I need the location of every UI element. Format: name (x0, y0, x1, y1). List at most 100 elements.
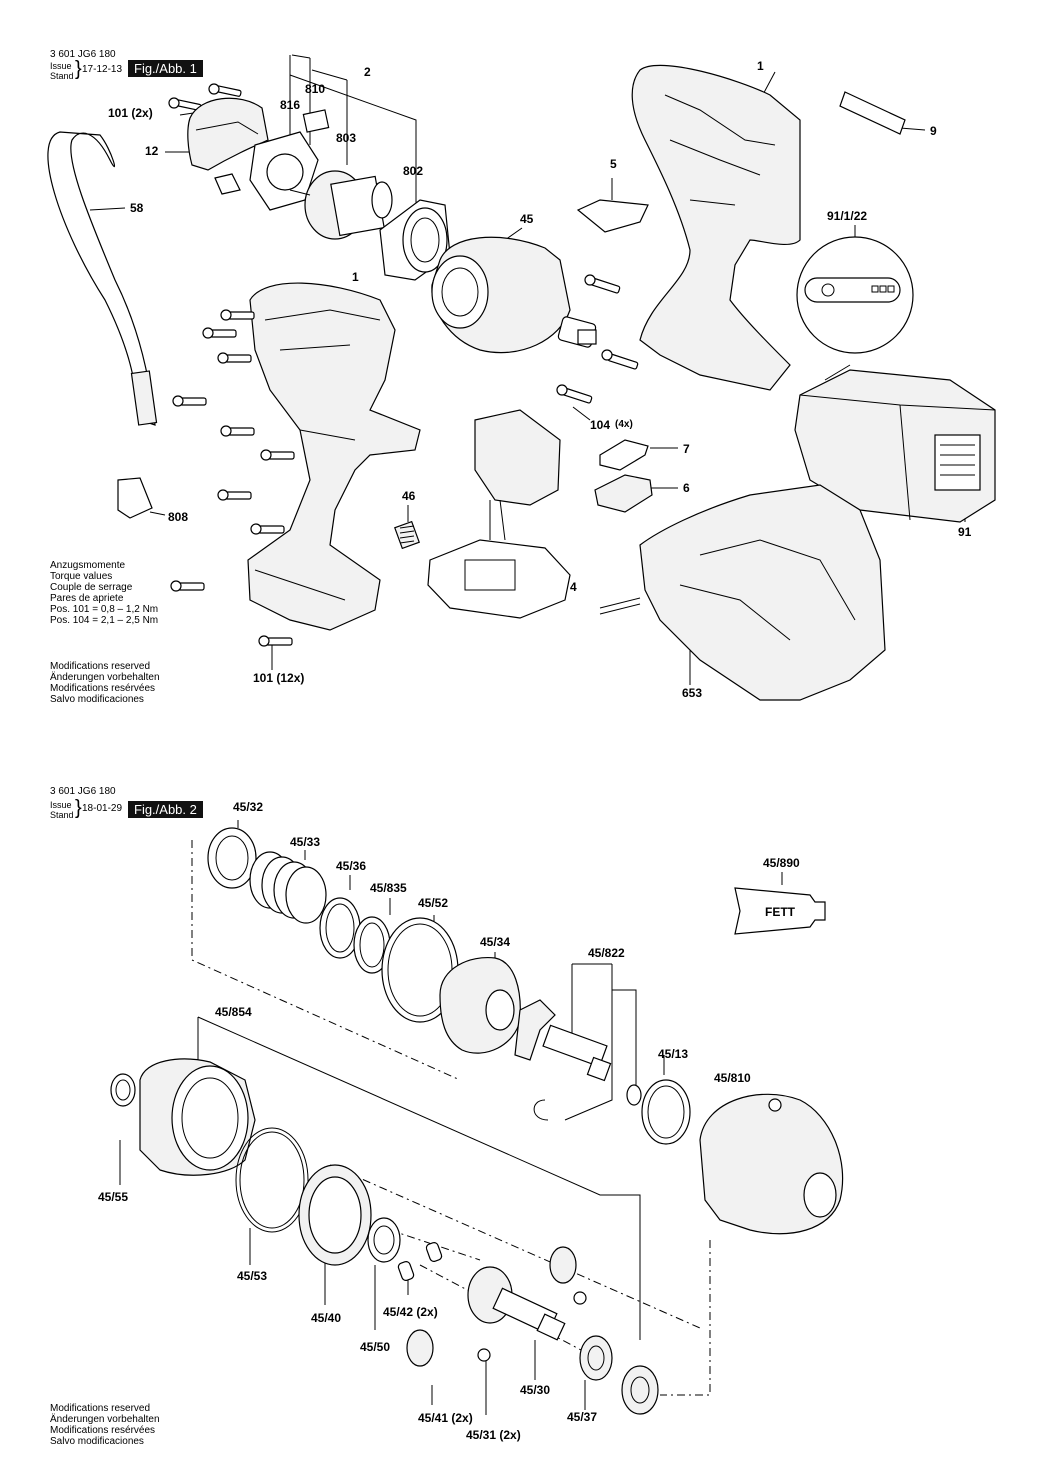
fig2-part-label: 45/37 (567, 1410, 598, 1424)
fig2-issue-date: 18-01-29 (82, 803, 123, 814)
spring-46 (394, 520, 420, 550)
ring-802 (379, 199, 451, 281)
fig1-part-label: 810 (305, 82, 326, 96)
modifications-line: Modifications reserved (50, 661, 151, 672)
fig2-part-label: 45/53 (237, 1269, 268, 1283)
fig2-part-label: 45/55 (98, 1190, 129, 1204)
fig2-part-label: 45/854 (215, 1005, 252, 1019)
torque-pos-101: Pos. 101 = 0,8 – 1,2 Nm (50, 604, 159, 615)
fig1-part-label: 653 (682, 686, 703, 700)
fig2-part-label: 45/835 (370, 881, 407, 895)
armature-803 (289, 170, 393, 240)
screws-104 (556, 274, 639, 404)
fig2-part-label: 45/30 (520, 1383, 551, 1397)
fig1-issue-label: Issue (50, 61, 72, 71)
fig2-part-label: 45/890 (763, 856, 800, 870)
label-callout-91-1-22 (796, 236, 914, 354)
cover-7 (599, 439, 649, 471)
grease-tube-45-890 (734, 887, 826, 935)
spring-45-33 (249, 851, 327, 924)
bearings-45-37 (579, 1335, 659, 1415)
fig1-part-label: 58 (130, 201, 144, 215)
fig2-part-label: 45/13 (658, 1047, 689, 1061)
fig1-part-label: 91 (958, 525, 972, 539)
gear-housing-45-854 (139, 1058, 256, 1176)
fig2-brace: } (75, 797, 82, 819)
fig1-part-label: 1 (757, 59, 764, 73)
fig2-part-label: 45/810 (714, 1071, 751, 1085)
fig2-doc-number: 3 601 JG6 180 (50, 786, 116, 797)
planet-gears-45-41 (406, 1246, 577, 1367)
charger-653 (599, 484, 886, 701)
fig1-part-label: 803 (336, 131, 357, 145)
housing-half-1-right (631, 64, 801, 391)
fig1-part-qty: (4x) (615, 419, 633, 430)
fig1-part-label: 4 (570, 580, 577, 594)
fig2-part-label: 45/33 (290, 835, 321, 849)
modifications-line: Änderungen vorbehalten (50, 672, 160, 683)
fig1-part-label: 101 (12x) (253, 671, 305, 685)
fig2-part-label: 45/34 (480, 935, 511, 949)
fig2-part-label: 45/822 (588, 946, 625, 960)
fig1-stand-label: Stand (50, 71, 74, 81)
fig1-part-label: 1 (352, 270, 359, 284)
torque-line: Anzugsmomente (50, 560, 126, 571)
label-9 (839, 91, 906, 135)
screws-101-top (168, 83, 242, 111)
washer-45-50 (367, 1217, 401, 1263)
fig2-part-label: 45/36 (336, 859, 367, 873)
oring-45-55 (110, 1073, 136, 1107)
fig2-part-label: 45/32 (233, 800, 264, 814)
label-808 (117, 477, 153, 519)
switch-module-4 (427, 409, 571, 619)
fig1-part-label: 45 (520, 212, 534, 226)
fig1-part-label: 104 (590, 418, 611, 432)
fig2-leader-lines (119, 820, 783, 1415)
fig2-part-label: 45/31 (2x) (466, 1428, 521, 1442)
fig2-part-label: 45/41 (2x) (418, 1411, 473, 1425)
fig1-part-label: 7 (683, 442, 690, 456)
modifications-line: Modifications resérvées (50, 683, 156, 694)
pin (214, 173, 241, 195)
fig1-figure-label: Fig./Abb. 1 (128, 60, 203, 77)
clip-45-822 (533, 1099, 549, 1121)
fig1-brace: } (75, 58, 82, 80)
cover-12 (187, 97, 269, 171)
pins-45-42 (397, 1242, 443, 1281)
modifications-line: Änderungen vorbehalten (50, 1414, 160, 1425)
anvil-45-822 (514, 999, 612, 1082)
fig1-part-label: 802 (403, 164, 424, 178)
fig1-part-label: 101 (2x) (108, 106, 153, 120)
fig1-part-label: 816 (280, 98, 301, 112)
fig1-part-label: 5 (610, 157, 617, 171)
torque-pos-104: Pos. 104 = 2,1 – 2,5 Nm (50, 615, 159, 626)
torque-line: Torque values (50, 571, 113, 582)
fig2-stand-label: Stand (50, 810, 74, 820)
ball-45-31-b (477, 1348, 491, 1362)
housing-half-1-left (247, 282, 421, 631)
fig1-issue-date: 17-12-13 (82, 64, 123, 75)
screws-101-side (170, 309, 295, 647)
fig1-part-label: 46 (402, 489, 416, 503)
fig1-part-label: 12 (145, 144, 159, 158)
fig1-part-label: 6 (683, 481, 690, 495)
fig2-construction-lines (191, 840, 711, 1396)
modifications-line: Modifications resérvées (50, 1425, 156, 1436)
torque-line: Pares de apriete (50, 593, 124, 604)
clip-5 (576, 199, 649, 233)
strap-58 (47, 131, 156, 426)
ball-45-31-a (573, 1291, 587, 1305)
battery-91 (794, 369, 996, 523)
seal-45-32 (207, 827, 257, 889)
fig2-part-label: 45/52 (418, 896, 449, 910)
fig1-part-label: 808 (168, 510, 189, 524)
torque-line: Couple de serrage (50, 582, 133, 593)
fig2-part-label: 45/50 (360, 1340, 391, 1354)
hammer-45-34 (439, 956, 521, 1054)
fig1-part-label: 2 (364, 65, 371, 79)
oring-45-13-small (626, 1084, 642, 1106)
modifications-line: Salvo modificaciones (50, 694, 144, 705)
ring-45-13 (641, 1079, 691, 1145)
